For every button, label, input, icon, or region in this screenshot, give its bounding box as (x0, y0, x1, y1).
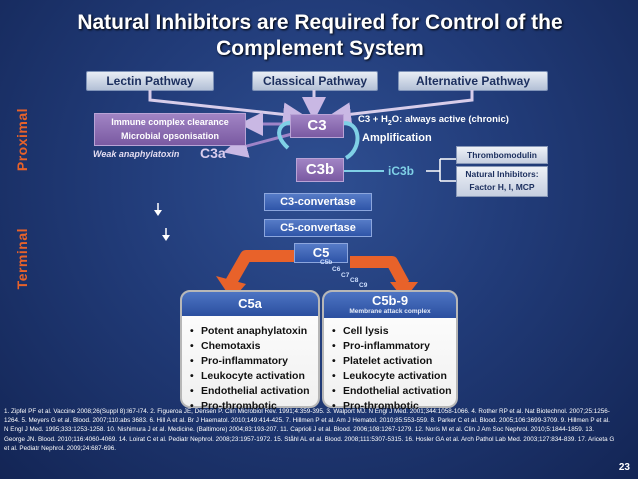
c5b9-effect: Platelet activation (332, 354, 456, 369)
references: 1. Zipfel PF et al. Vaccine 2008;26(Supp… (4, 408, 615, 452)
mac-c8: C8 (350, 277, 359, 284)
clearance-line: Immune complex clearance (111, 117, 229, 127)
c5a-effect: Chemotaxis (190, 339, 318, 354)
mac-c9: C9 (359, 282, 368, 289)
c3-hydrolysis-label: C3 + H2O: always active (chronic) (358, 114, 509, 127)
small-arrow-1-head (154, 210, 162, 216)
c5b9-effect: Pro-thrombotic (332, 399, 456, 414)
mac-c5b: C5b (320, 259, 333, 266)
c5a-panel-title: C5a (182, 292, 318, 316)
lectin-pathway-box: Lectin Pathway (86, 71, 214, 91)
c5b9-effect: Leukocyte activation (332, 369, 456, 384)
mac-c6: C6 (332, 266, 341, 273)
c5b9-panel-title: C5b-9 (371, 293, 409, 308)
c3-convertase-box: C3-convertase (264, 193, 372, 211)
c3a-label: C3a (200, 145, 226, 161)
c5-to-c5a-arrow (224, 250, 298, 287)
clearance-opsonisation-box: Immune complex clearance Microbial opson… (94, 113, 246, 146)
natural-inhibitors-line1: Natural Inhibitors: (465, 169, 539, 179)
classical-pathway-box: Classical Pathway (252, 71, 378, 91)
inhibitor-bracket (426, 158, 456, 182)
mac-c7: C7 (341, 272, 350, 279)
c5b9-panel-subtitle: Membrane attack complex (349, 308, 431, 315)
c5b9-effect: Pro-inflammatory (332, 339, 456, 354)
c3-hydrolysis-prefix: C3 + H (358, 114, 388, 125)
c5a-panel: C5a Potent anaphylatoxin Chemotaxis Pro-… (180, 290, 320, 412)
c3-to-c3a-arrow (223, 132, 293, 158)
alternative-pathway-box: Alternative Pathway (398, 71, 548, 91)
c3-box: C3 (290, 114, 344, 138)
c5b9-panel: C5b-9 Membrane attack complex Cell lysis… (322, 290, 458, 412)
c5a-effect: Pro-thrombotic (190, 399, 318, 414)
c5-box: C5 (294, 243, 348, 263)
slide-title: Natural Inhibitors are Required for Cont… (77, 11, 563, 60)
amplification-label: Amplification (362, 132, 432, 144)
weak-anaphylatoxin-label: Weak anaphylatoxin (93, 149, 180, 159)
c5a-effects-list: Potent anaphylatoxin Chemotaxis Pro-infl… (182, 316, 318, 414)
opsonisation-line: Microbial opsonisation (120, 131, 219, 141)
c5b9-effect: Cell lysis (332, 324, 456, 339)
natural-inhibitors-line2: Factor H, I, MCP (469, 182, 535, 192)
small-arrow-2-head (162, 235, 170, 241)
c5a-effect: Endothelial activation (190, 384, 318, 399)
alternative-to-c3-arrow (327, 90, 474, 127)
terminal-label: Terminal (14, 228, 30, 290)
c3-hydrolysis-suffix: O: always active (chronic) (391, 114, 509, 125)
c5a-effect: Leukocyte activation (190, 369, 318, 384)
c3-hydrolysis-sub: 2 (387, 119, 392, 127)
ic3b-label: iC3b (388, 164, 415, 178)
c5-to-c5a-arrowhead (216, 276, 246, 300)
page-number: 23 (618, 462, 630, 473)
thrombomodulin-box: Thrombomodulin (456, 146, 548, 164)
c5b9-effect: Endothelial activation (332, 384, 456, 399)
c5-to-c5b9-arrow (350, 256, 410, 287)
natural-inhibitors-box: Natural Inhibitors: Factor H, I, MCP (456, 166, 548, 197)
c5-convertase-box: C5-convertase (264, 219, 372, 237)
proximal-label: Proximal (14, 108, 30, 172)
lectin-to-c3-arrow (148, 90, 307, 127)
c5b9-effects-list: Cell lysis Pro-inflammatory Platelet act… (324, 318, 456, 414)
c5a-effect: Potent anaphylatoxin (190, 324, 318, 339)
c5a-effect: Pro-inflammatory (190, 354, 318, 369)
c3b-box: C3b (296, 158, 344, 182)
c5b9-panel-header: C5b-9 Membrane attack complex (324, 292, 456, 318)
